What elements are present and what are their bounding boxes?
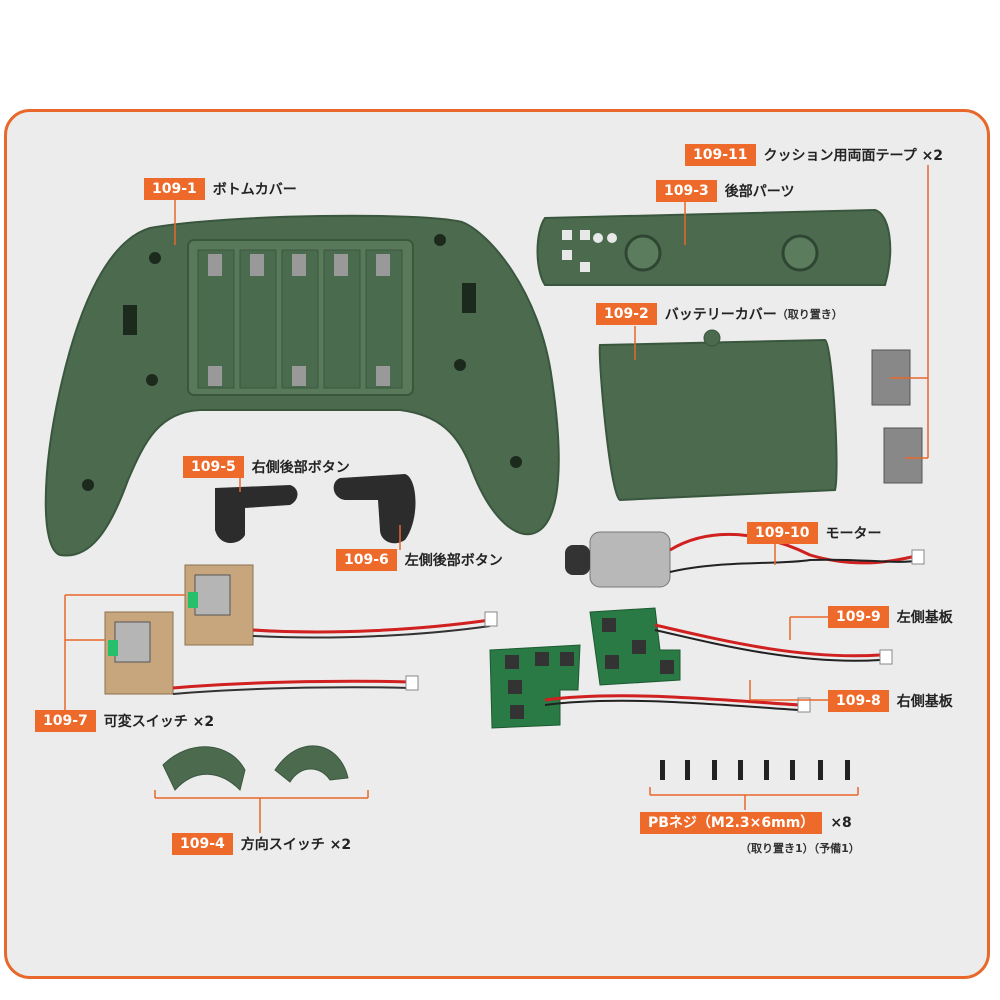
variable-switch-part bbox=[104, 564, 498, 695]
bottom-cover-part bbox=[44, 214, 560, 557]
label-109-3: 109-3 後部パーツ bbox=[656, 180, 795, 202]
rear-part bbox=[536, 208, 892, 286]
label-109-11: 109-11 クッション用両面テープ ×2 bbox=[685, 144, 943, 166]
label-109-8: 109-8 右側基板 bbox=[828, 690, 953, 712]
label-109-2: 109-2 バッテリーカバー （取り置き） bbox=[596, 303, 843, 325]
right-board-part bbox=[489, 644, 811, 729]
battery-cover-part bbox=[598, 329, 838, 502]
label-109-7: 109-7 可変スイッチ ×2 bbox=[35, 710, 214, 732]
cushion-tape-part bbox=[871, 349, 923, 484]
left-board-part bbox=[589, 607, 893, 686]
motor-part bbox=[565, 531, 925, 588]
label-109-4: 109-4 方向スイッチ ×2 bbox=[172, 833, 351, 855]
label-109-5: 109-5 右側後部ボタン bbox=[183, 456, 350, 478]
label-109-1: 109-1 ボトムカバー bbox=[144, 178, 297, 200]
screw-note: （取り置き1）（予備1） bbox=[740, 842, 860, 855]
direction-switch-part bbox=[162, 745, 349, 791]
label-109-10: 109-10 モーター bbox=[747, 522, 882, 544]
rear-buttons-part bbox=[215, 474, 416, 544]
label-screw: PBネジ（M2.3×6mm） ×8 bbox=[640, 812, 852, 834]
label-109-6: 109-6 左側後部ボタン bbox=[336, 549, 503, 571]
label-109-9: 109-9 左側基板 bbox=[828, 606, 953, 628]
screws-part bbox=[660, 760, 850, 780]
